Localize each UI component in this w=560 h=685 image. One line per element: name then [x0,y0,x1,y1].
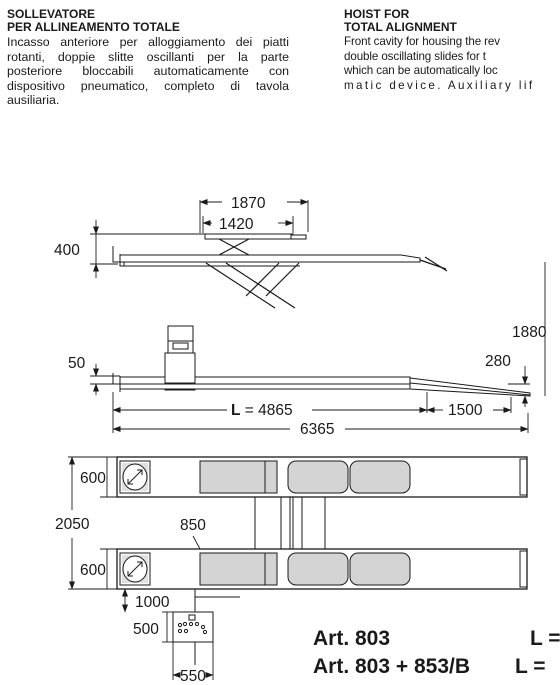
dim-length-label: L = 4865 [231,402,293,419]
english-body-line: which can be automatically loc [344,64,498,78]
italian-description: SOLLEVATORE PER ALLINEAMENTO TOTALE Inca… [7,8,289,108]
dim-500-label: 500 [133,621,159,638]
dim-6365-label: 6365 [300,421,334,438]
english-body-line: Front cavity for housing the rev [344,35,500,48]
dim-850-label: 850 [180,517,206,534]
dim-1880-label: 1880 [512,324,547,341]
english-body-line: matic device. Auxiliary lif [344,78,535,92]
english-description: HOIST FOR TOTAL ALIGNMENT Front cavity f… [344,8,560,93]
dim-1420-label: 1420 [219,216,254,233]
dim-400-label: 400 [54,242,80,259]
dim-2050-label: 2050 [55,516,90,533]
article-803-853b-length: L = [515,655,546,678]
dim-1870-label: 1870 [231,195,266,212]
article-803-length: L = [530,627,560,650]
article-803-853b-label: Art. 803 + 853/B [313,655,470,678]
dim-50-label: 50 [68,355,86,372]
english-body: Front cavity for housing the rev double … [344,35,560,93]
dim-1500-label: 1500 [448,402,483,419]
top-view [116,456,528,665]
article-803-label: Art. 803 [313,627,390,650]
italian-title-line1: SOLLEVATORE [7,7,96,21]
dim-600-bottom-label: 600 [80,562,106,579]
dim-550-label: 550 [180,668,206,685]
dim-280-label: 280 [485,353,511,370]
dim-length-value: = 4865 [240,402,292,419]
dim-1000-label: 1000 [135,594,170,611]
italian-body: Incasso anteriore per alloggiamento dei … [7,35,289,108]
english-body-line: double oscillating slides for t [344,49,486,63]
dim-600-top-label: 600 [80,470,106,487]
dim-length-prefix: L [231,402,240,419]
italian-title-line2: PER ALLINEAMENTO TOTALE [7,20,180,34]
control-console [172,611,214,643]
english-title-line2: TOTAL ALIGNMENT [344,20,457,34]
dimension-lines [68,199,546,680]
dimension-labels: 1870 1420 400 50 1880 280 L = 4865 1500 … [54,191,547,685]
side-view-raised [112,233,448,309]
side-view-lowered [112,325,531,397]
english-title-line1: HOIST FOR [344,7,410,21]
article-list: Art. 803 L = Art. 803 + 853/B L = [313,627,560,678]
